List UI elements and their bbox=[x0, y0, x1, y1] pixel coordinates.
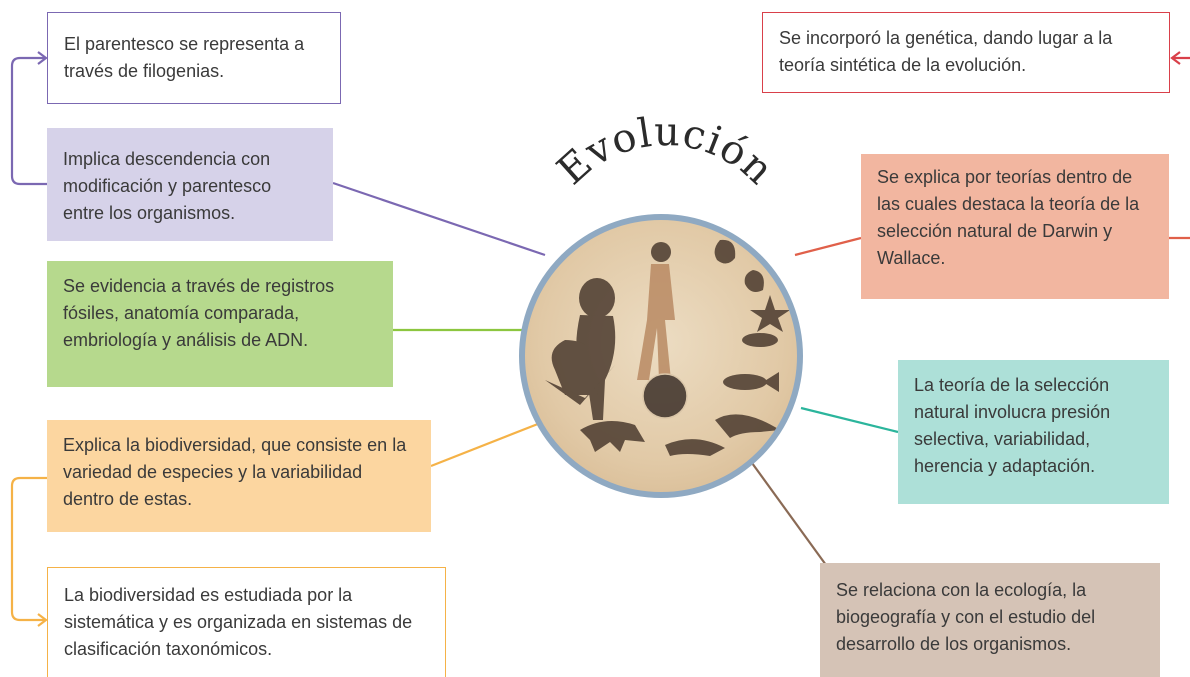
arrow-genetica bbox=[1170, 51, 1181, 65]
connector-teorias bbox=[794, 236, 862, 257]
box-sistematica: La biodiversidad es estudiada por la sis… bbox=[47, 567, 446, 677]
arrow-sistematica bbox=[37, 613, 48, 627]
text-descendencia: Implica descendencia con modificación y … bbox=[63, 149, 272, 223]
connector-seleccion bbox=[800, 406, 899, 434]
text-ecologia: Se relaciona con la ecología, la biogeog… bbox=[836, 580, 1096, 654]
box-filogenias: El parentesco se representa a través de … bbox=[47, 12, 341, 104]
text-sistematica: La biodiversidad es estudiada por la sis… bbox=[64, 585, 413, 659]
connector-biodiversidad bbox=[430, 418, 549, 468]
box-evidencia: Se evidencia a través de registros fósil… bbox=[47, 261, 393, 387]
box-descendencia: Implica descendencia con modificación y … bbox=[47, 128, 333, 241]
connector-sistematica bbox=[10, 476, 47, 622]
text-biodiversidad: Explica la biodiversidad, que consiste e… bbox=[63, 435, 407, 509]
text-evidencia: Se evidencia a través de registros fósil… bbox=[63, 276, 335, 350]
text-filogenias: El parentesco se representa a través de … bbox=[64, 34, 305, 81]
title-text: Evolución bbox=[549, 109, 782, 194]
box-genetica: Se incorporó la genética, dando lugar a … bbox=[762, 12, 1170, 93]
box-teorias: Se explica por teorías dentro de las cua… bbox=[861, 154, 1169, 299]
box-seleccion: La teoría de la selección natural involu… bbox=[898, 360, 1169, 504]
box-ecologia: Se relaciona con la ecología, la biogeog… bbox=[820, 563, 1160, 677]
connector-descendencia bbox=[332, 181, 546, 257]
evolution-collage-icon bbox=[545, 239, 790, 456]
text-seleccion: La teoría de la selección natural involu… bbox=[914, 375, 1111, 476]
connector-ecologia bbox=[751, 462, 827, 566]
svg-text:Evolución: Evolución bbox=[549, 109, 783, 194]
arrow-filogenias bbox=[37, 51, 48, 65]
text-genetica: Se incorporó la genética, dando lugar a … bbox=[779, 28, 1113, 75]
text-teorias: Se explica por teorías dentro de las cua… bbox=[877, 167, 1140, 268]
evolution-hub bbox=[519, 214, 803, 498]
box-biodiversidad: Explica la biodiversidad, que consiste e… bbox=[47, 420, 431, 532]
connector-filogenias bbox=[10, 56, 47, 186]
